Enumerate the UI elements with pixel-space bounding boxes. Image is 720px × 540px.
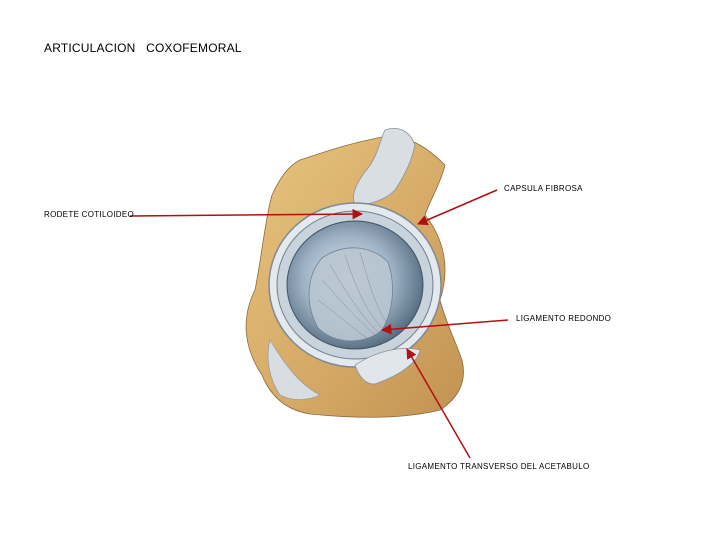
label-rodete-cotiloideo: RODETE COTILOIDEO — [44, 210, 134, 219]
ligamentum-teres — [308, 247, 393, 342]
transverse-ligament-band — [354, 347, 421, 385]
capsule-lower-left — [267, 339, 321, 400]
arrow-ligamento-redondo — [380, 319, 509, 335]
iliofemoral-ligament-band — [353, 128, 416, 206]
arrow-capsula-fibrosa — [417, 189, 498, 226]
ligament-fibers — [317, 251, 387, 341]
page-title: ARTICULACION COXOFEMORAL — [44, 41, 242, 55]
label-capsula-fibrosa: CAPSULA FIBROSA — [504, 184, 583, 193]
label-ligamento-redondo: LIGAMENTO REDONDO — [516, 314, 612, 323]
arrow-ligamento-transverso — [406, 348, 471, 459]
label-ligamento-transverso: LIGAMENTO TRANSVERSO DEL ACETABULO — [408, 462, 590, 471]
arrow-rodete-cotiloideo — [129, 208, 364, 220]
